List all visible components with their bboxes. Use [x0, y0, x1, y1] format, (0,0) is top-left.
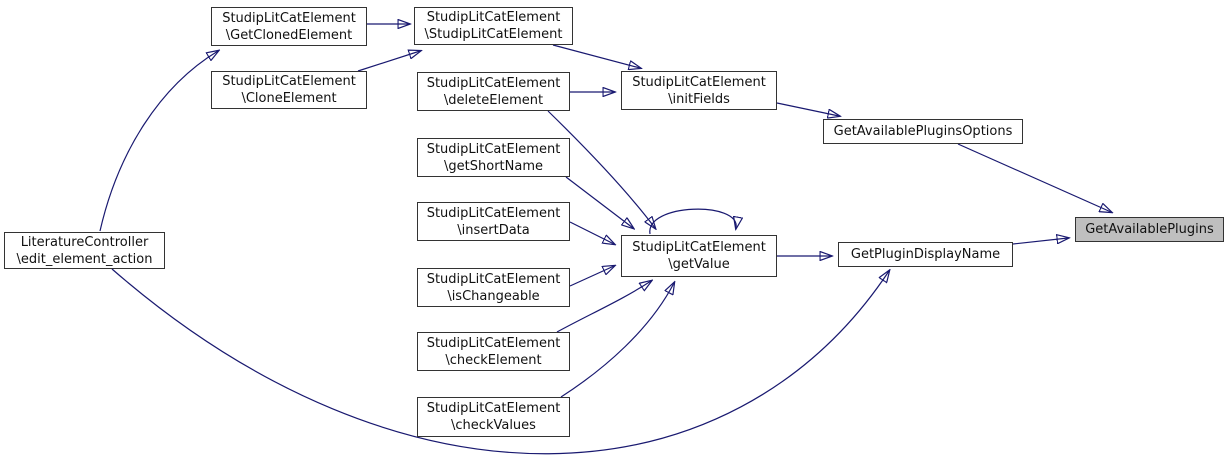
node-label-line1: GetPluginDisplayName	[850, 247, 1001, 262]
node-label-line2: \GetClonedElement	[225, 27, 353, 43]
edge-checkvalues-to-getvalue	[560, 283, 674, 398]
node-label-line1: StudipLitCatElement	[426, 10, 561, 25]
node-edit-element-action[interactable]: LiteratureController \edit_element_actio…	[4, 232, 165, 269]
node-checkelement[interactable]: StudipLitCatElement \checkElement	[417, 332, 570, 371]
node-getvalue[interactable]: StudipLitCatElement \getValue	[621, 235, 777, 277]
node-label-line1: StudipLitCatElement	[426, 75, 561, 91]
edge-getplugindisplayname-to-getavailableplugins	[1012, 238, 1068, 245]
edge-getavailablepluginsoptions-to-getavailableplugins	[957, 143, 1111, 212]
node-label-line1: LiteratureController	[20, 234, 149, 250]
node-label-line2: \isChangeable	[447, 288, 540, 304]
edge-getshortname-to-getvalue	[565, 176, 633, 228]
node-checkvalues[interactable]: StudipLitCatElement \checkValues	[417, 397, 570, 437]
node-label-line2: \CloneElement	[241, 91, 337, 106]
node-label-line2: \getShortName	[444, 158, 543, 174]
edge-ischangeable-to-getvalue	[569, 266, 614, 287]
node-label-line2: \getValue	[668, 257, 730, 272]
edge-getvalue-self-loop	[649, 208, 736, 235]
node-getclonedelement[interactable]: StudipLitCatElement \GetClonedElement	[211, 7, 367, 46]
node-label-line1: StudipLitCatElement	[426, 335, 561, 351]
node-label-line1: StudipLitCatElement	[632, 240, 766, 255]
node-getavailablepluginsoptions[interactable]: GetAvailablePluginsOptions	[823, 119, 1023, 144]
node-getavailableplugins-highlighted: GetAvailablePlugins	[1075, 217, 1224, 242]
edge-initfields-to-getavailablepluginsoptions	[776, 102, 839, 116]
edge-checkelement-to-getvalue	[556, 281, 651, 333]
edge-cloneelement-to-constructor	[357, 51, 420, 72]
node-ischangeable[interactable]: StudipLitCatElement \isChangeable	[417, 268, 570, 307]
node-label-line1: StudipLitCatElement	[222, 10, 356, 26]
node-deleteelement[interactable]: StudipLitCatElement \deleteElement	[417, 72, 570, 111]
node-label-line1: StudipLitCatElement	[632, 74, 766, 90]
node-label-line1: StudipLitCatElement	[426, 141, 561, 157]
node-getshortname[interactable]: StudipLitCatElement \getShortName	[417, 138, 570, 177]
node-label-line1: StudipLitCatElement	[426, 205, 561, 221]
node-label-line1: GetAvailablePlugins	[1085, 222, 1214, 237]
node-label-line2: \initFields	[668, 91, 730, 107]
node-label-line2: \checkElement	[445, 352, 542, 368]
edge-edit-element-action-to-getclonedelement	[99, 51, 218, 232]
node-label-line1: StudipLitCatElement	[426, 271, 561, 287]
edge-deleteelement-to-getvalue	[547, 110, 655, 228]
node-label-line2: \edit_element_action	[16, 251, 153, 267]
edge-constructor-to-initfields	[552, 44, 640, 68]
node-studiplitcatelement-constructor[interactable]: StudipLitCatElement \StudipLitCatElement	[414, 7, 573, 45]
node-label-line1: StudipLitCatElement	[426, 401, 561, 416]
node-getplugindisplayname[interactable]: GetPluginDisplayName	[838, 242, 1013, 267]
edge-edit-element-action-to-getplugindisplayname	[111, 269, 889, 455]
node-label-line2: \insertData	[457, 222, 530, 238]
node-initfields[interactable]: StudipLitCatElement \initFields	[621, 71, 777, 110]
node-label-line2: \checkValues	[451, 418, 536, 433]
node-label-line2: \StudipLitCatElement	[424, 27, 563, 42]
node-label-line1: GetAvailablePluginsOptions	[833, 124, 1013, 139]
node-label-line1: StudipLitCatElement	[222, 74, 356, 89]
edge-insertdata-to-getvalue	[569, 221, 614, 244]
node-insertdata[interactable]: StudipLitCatElement \insertData	[417, 202, 570, 241]
node-cloneelement[interactable]: StudipLitCatElement \CloneElement	[211, 71, 367, 109]
node-label-line2: \deleteElement	[443, 92, 544, 108]
